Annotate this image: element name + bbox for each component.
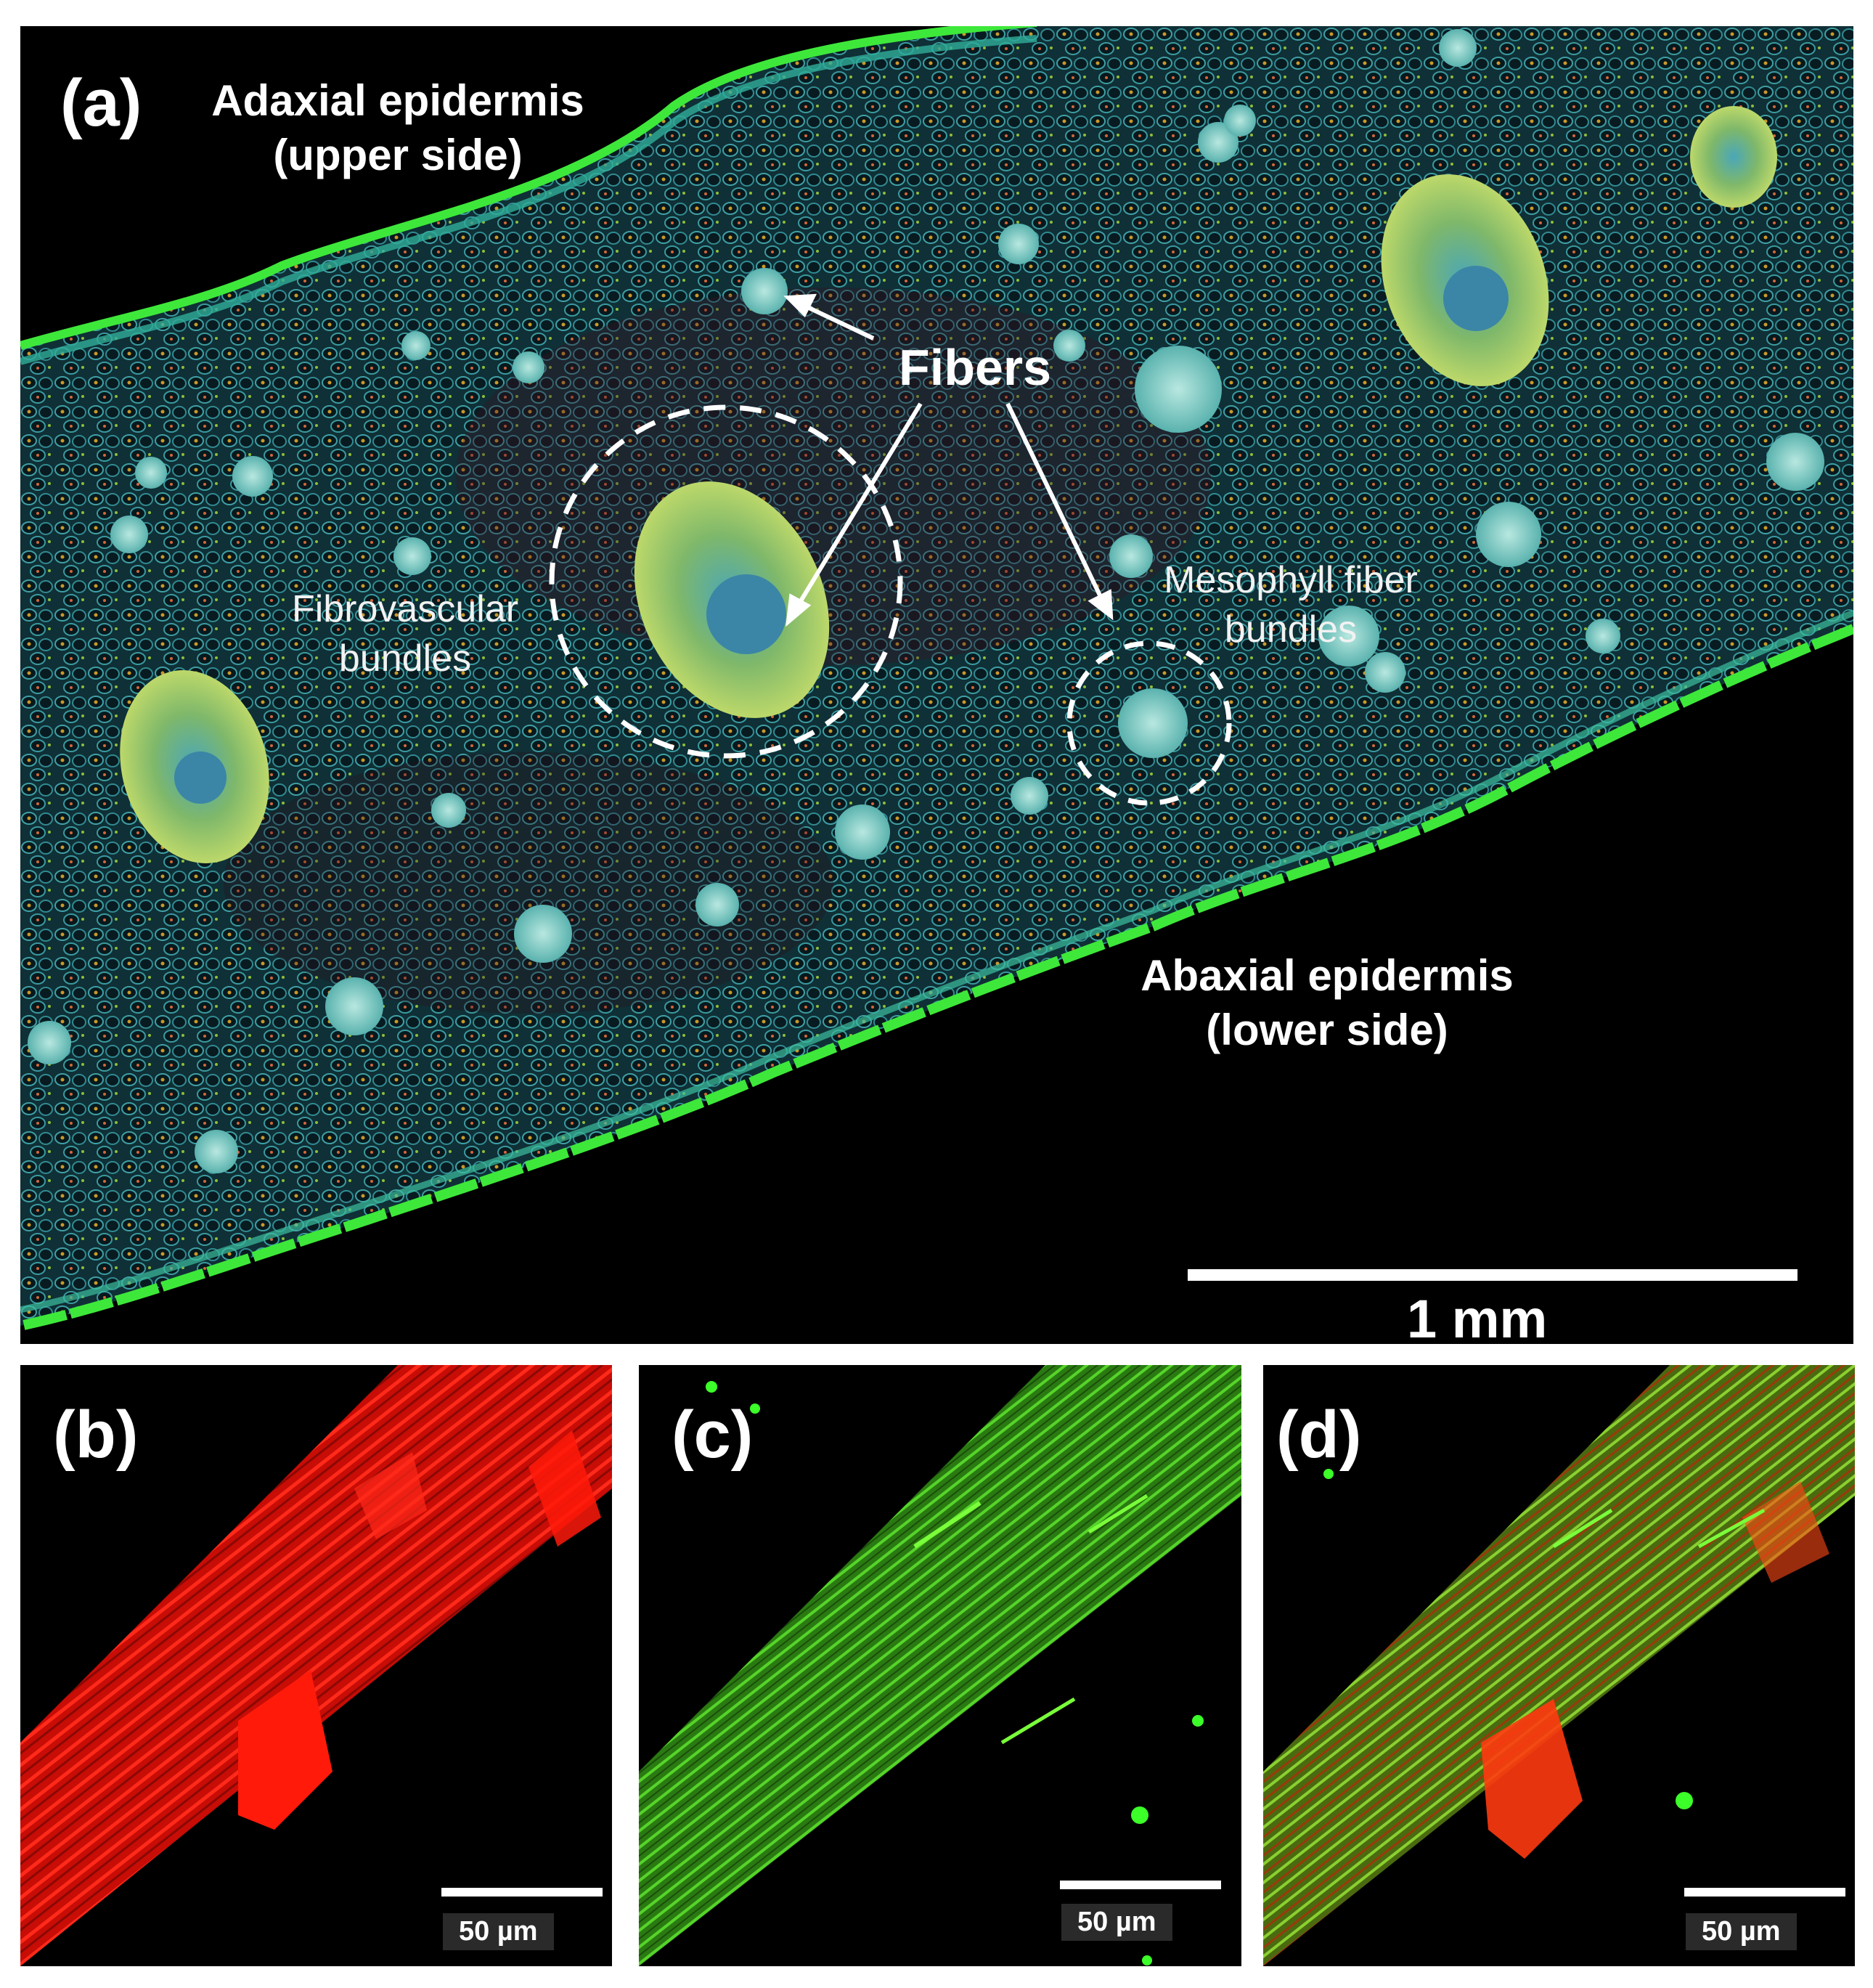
red-fiber-strip	[20, 1365, 612, 1966]
merged-fiber-image	[1263, 1365, 1855, 1966]
leaf-section-image	[20, 26, 1853, 1331]
abaxial-epidermis-label: Abaxial epidermis (lower side)	[1138, 948, 1516, 1057]
scale-bar-c	[1060, 1881, 1221, 1889]
green-fiber-image	[639, 1365, 1241, 1966]
adaxial-line2: (upper side)	[273, 131, 523, 179]
panel-d-merged-channels: (d) 50 µm	[1263, 1365, 1855, 1966]
highlight-circle-mesophyll	[1066, 640, 1232, 806]
panel-a-leaf-cross-section: (a) Adaxial epidermis (upper side) Fiber…	[20, 26, 1853, 1344]
scale-bar-d	[1684, 1888, 1845, 1897]
scale-label-b: 50 µm	[443, 1913, 554, 1950]
scale-label-1mm: 1 mm	[1407, 1289, 1548, 1344]
highlight-circle-fibrovascular	[549, 404, 903, 759]
fibrovascular-bundle-left	[120, 670, 269, 863]
abaxial-line2: (lower side)	[1206, 1006, 1448, 1054]
adaxial-line1: Adaxial epidermis	[211, 76, 584, 125]
scale-label-c: 50 µm	[1061, 1904, 1172, 1941]
panel-c-label: (c)	[672, 1398, 754, 1472]
red-fiber-image	[20, 1365, 612, 1966]
panel-d-label: (d)	[1276, 1398, 1362, 1472]
fibrovascular-bundle-upper-right	[1381, 174, 1549, 386]
abaxial-line1: Abaxial epidermis	[1140, 951, 1514, 1000]
merged-fiber-strip	[1263, 1365, 1855, 1966]
scale-bar-b	[441, 1888, 603, 1897]
fibrovascular-bundle-center	[634, 481, 830, 718]
leaf-tissue	[20, 26, 1853, 1326]
fibrovascular-line2: bundles	[338, 637, 472, 680]
mesophyll-line2: bundles	[1224, 608, 1358, 651]
panel-c-green-channel: (c) 50 µm	[639, 1365, 1241, 1966]
scale-bar-1mm	[1188, 1269, 1797, 1281]
panel-b-label: (b)	[53, 1398, 139, 1472]
panel-a-label: (a)	[60, 66, 142, 140]
fibrovascular-bundle-far-right	[1690, 106, 1777, 208]
panel-b-red-channel: (b) 50 µm	[20, 1365, 612, 1966]
adaxial-epidermis	[20, 26, 1037, 350]
green-fiber-strip	[639, 1365, 1241, 1966]
mesophyll-fiber-bundles	[28, 29, 1824, 1173]
fibrovascular-line1: Fibrovascular	[291, 588, 519, 630]
fibers-label: Fibers	[899, 339, 1052, 396]
adaxial-epidermis-label: Adaxial epidermis (upper side)	[209, 73, 587, 182]
mesophyll-line1: Mesophyll fiber	[1164, 559, 1418, 601]
abaxial-epidermis	[20, 624, 1853, 1331]
fibers-arrows	[783, 293, 1114, 627]
fibrovascular-bundles-label: Fibrovascular bundles	[260, 585, 550, 683]
mesophyll-fiber-bundles-label: Mesophyll fiber bundles	[1131, 556, 1450, 654]
scale-label-d: 50 µm	[1686, 1913, 1797, 1950]
